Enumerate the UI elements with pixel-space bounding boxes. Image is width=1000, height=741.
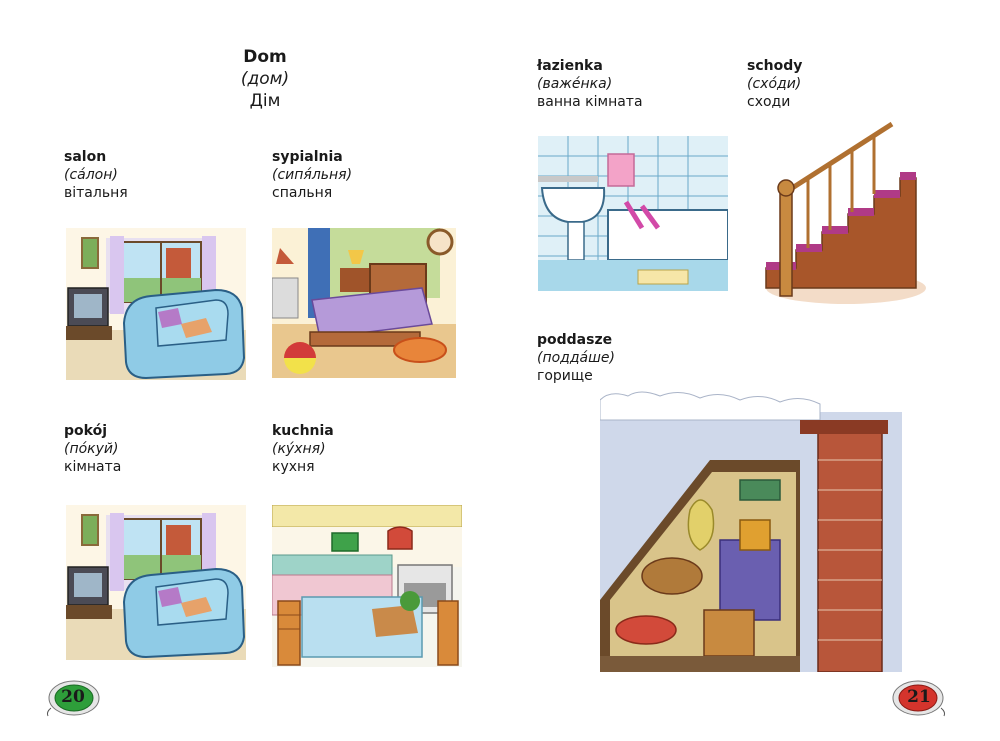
title-transcription: (дом): [240, 69, 290, 89]
page-title: Dom (дом) Дім: [200, 46, 330, 112]
word-polish: kuchnia: [272, 423, 334, 439]
title-ukrainian: Дім: [249, 91, 281, 111]
entry-schody: schody (схóди) сходи: [747, 57, 802, 111]
living-room-illustration: [66, 228, 246, 380]
word-transcription: (сипя́льня): [272, 167, 353, 183]
page-number: 21: [907, 687, 931, 707]
bathroom-illustration: [538, 136, 728, 291]
attic-illustration: [600, 390, 902, 672]
page-number: 20: [61, 687, 85, 707]
word-polish: schody: [747, 58, 803, 74]
page-number-balloon: 20: [44, 678, 102, 718]
left-page: Dom (дом) Дім salon (сáлон) вітальня: [44, 46, 462, 718]
room-illustration: [66, 505, 246, 660]
word-ukrainian: горище: [537, 368, 593, 384]
stairs-illustration: [756, 118, 926, 306]
entry-sypialnia: sypialnia (сипя́льня) спальня: [272, 148, 352, 202]
entry-poddasze: poddasze (поддáше) горище: [537, 331, 615, 385]
word-ukrainian: вітальня: [64, 185, 128, 201]
entry-kuchnia: kuchnia (кýхня) кухня: [272, 422, 334, 476]
entry-lazienka: łazienka (важéнка) ванна кімната: [537, 57, 643, 111]
word-polish: salon: [64, 149, 107, 165]
entry-salon: salon (сáлон) вітальня: [64, 148, 128, 202]
word-transcription: (важéнка): [537, 76, 613, 92]
word-transcription: (пóкуй): [64, 441, 119, 457]
word-ukrainian: спальня: [272, 185, 333, 201]
word-ukrainian: сходи: [747, 94, 791, 110]
kitchen-illustration: [272, 505, 462, 667]
word-polish: sypialnia: [272, 149, 343, 165]
word-ukrainian: кімната: [64, 459, 122, 475]
word-polish: poddasze: [537, 332, 613, 348]
word-ukrainian: ванна кімната: [537, 94, 643, 110]
word-transcription: (кýхня): [272, 441, 326, 457]
word-transcription: (поддáше): [537, 350, 616, 366]
word-polish: pokój: [64, 423, 107, 439]
page-number-balloon: 21: [890, 678, 948, 718]
word-transcription: (схóди): [747, 76, 802, 92]
word-transcription: (сáлон): [64, 167, 118, 183]
right-page: łazienka (важéнка) ванна кімната: [500, 0, 1000, 741]
entry-pokoj: pokój (пóкуй) кімната: [64, 422, 121, 476]
bedroom-illustration: [272, 228, 456, 378]
title-polish: Dom: [243, 47, 287, 67]
word-polish: łazienka: [537, 58, 603, 74]
word-ukrainian: кухня: [272, 459, 315, 475]
